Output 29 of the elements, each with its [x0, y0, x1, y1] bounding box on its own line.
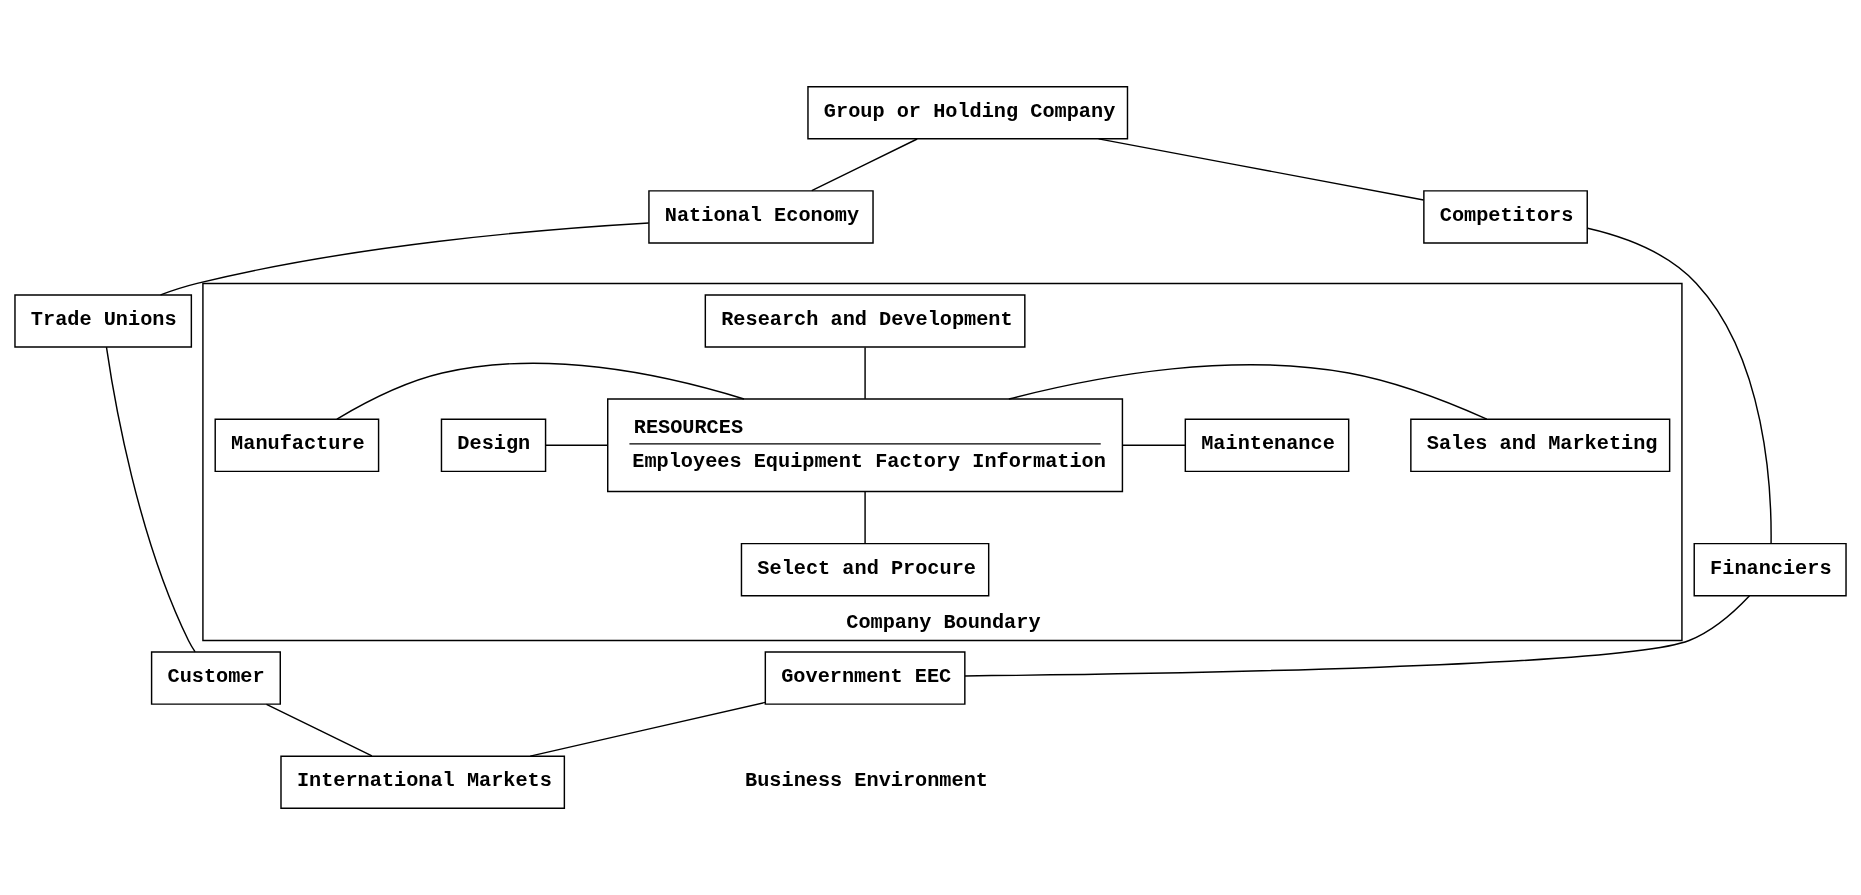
node-box: Research and Development	[704, 294, 1026, 348]
connector	[811, 138, 918, 192]
node-box: International Markets	[280, 755, 566, 809]
connector	[159, 222, 650, 296]
connector	[1121, 444, 1186, 447]
connector	[545, 444, 609, 447]
node-box: Group or Holding Company	[807, 86, 1129, 140]
node-box: Manufacture	[214, 418, 380, 473]
connector	[265, 703, 373, 757]
connector	[1097, 138, 1425, 201]
node-box: Competitors	[1423, 190, 1588, 244]
node-box: Design	[440, 418, 547, 473]
node-box: Select and Procure	[740, 542, 990, 597]
connector	[864, 491, 866, 544]
connector	[336, 362, 745, 420]
node-box: National Economy	[648, 190, 874, 244]
node-box: Trade Unions	[14, 294, 193, 348]
connector	[964, 595, 1751, 677]
connector	[1008, 364, 1488, 420]
node-box: Government EEC	[764, 651, 966, 705]
node-box: RESOURCES Employees Equipment Factory Information	[607, 398, 1124, 493]
label: Business Environment	[745, 769, 988, 793]
connector	[1586, 227, 1772, 545]
connector	[529, 701, 766, 757]
connector	[864, 346, 866, 400]
node-box: Maintenance	[1184, 418, 1350, 473]
node-box: Financiers	[1693, 542, 1847, 597]
node-box: Customer	[150, 651, 281, 705]
node-box: Sales and Marketing	[1410, 418, 1671, 473]
